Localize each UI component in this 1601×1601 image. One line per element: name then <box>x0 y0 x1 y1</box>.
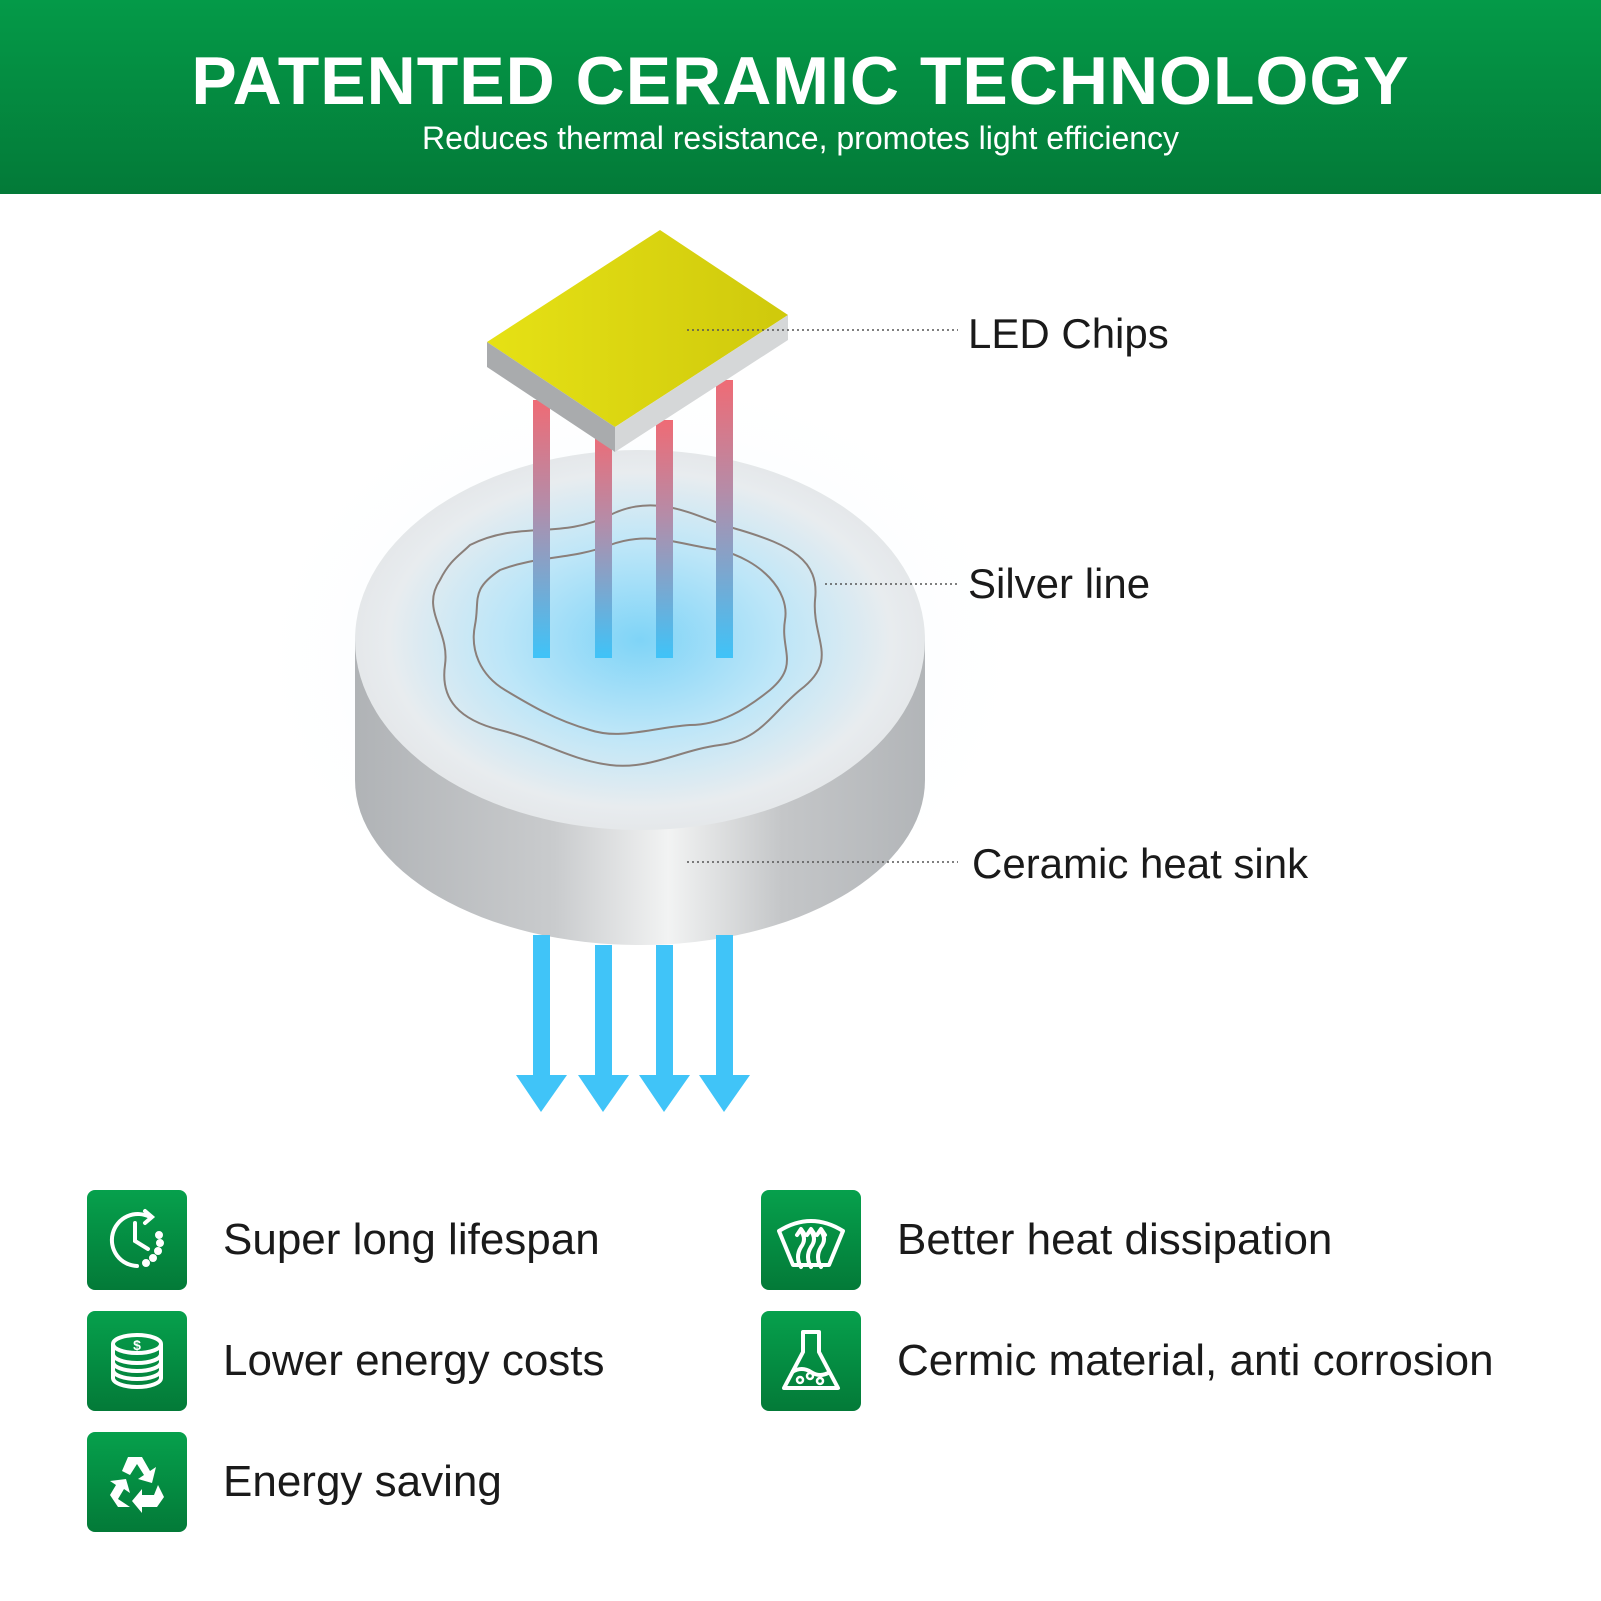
heat-dissipation-arrows <box>516 935 750 1112</box>
coins-dollar-icon: $ <box>87 1311 187 1411</box>
callout-led-chips: LED Chips <box>968 310 1169 357</box>
heat-transfer-bars <box>533 380 733 658</box>
feature-energy-costs: $ Lower energy costs <box>87 1311 605 1411</box>
callout-ceramic-heat-sink: Ceramic heat sink <box>972 840 1309 887</box>
feature-ceramic-material: Cermic material, anti corrosion <box>761 1311 1494 1411</box>
header-banner: PATENTED CERAMIC TECHNOLOGY Reduces ther… <box>0 0 1601 194</box>
page-subtitle: Reduces thermal resistance, promotes lig… <box>421 120 1180 156</box>
feature-heat-dissipation: Better heat dissipation <box>761 1190 1332 1290</box>
feature-energy-saving: Energy saving <box>87 1432 502 1532</box>
page-title: PATENTED CERAMIC TECHNOLOGY <box>191 43 1410 119</box>
flask-icon <box>761 1311 861 1411</box>
feature-label: Lower energy costs <box>223 1336 605 1385</box>
feature-lifespan: Super long lifespan <box>87 1190 600 1290</box>
windshield-heat-icon <box>761 1190 861 1290</box>
diagram-illustration <box>240 230 1040 1112</box>
clock-cycle-icon <box>87 1190 187 1290</box>
svg-text:$: $ <box>133 1337 141 1353</box>
silver-line <box>432 504 823 767</box>
recycle-icon <box>87 1432 187 1532</box>
feature-label: Better heat dissipation <box>897 1215 1333 1264</box>
callout-silver-line: Silver line <box>968 560 1151 607</box>
ceramic-technology-diagram: LED Chips Silver line Ceramic heat sink <box>0 194 1601 1154</box>
callout-leaders <box>687 329 958 863</box>
feature-label: Energy saving <box>223 1457 502 1506</box>
feature-label: Super long lifespan <box>223 1215 600 1264</box>
led-chip <box>487 230 788 452</box>
feature-label: Cermic material, anti corrosion <box>897 1336 1494 1385</box>
ceramic-heat-sink <box>355 450 925 945</box>
